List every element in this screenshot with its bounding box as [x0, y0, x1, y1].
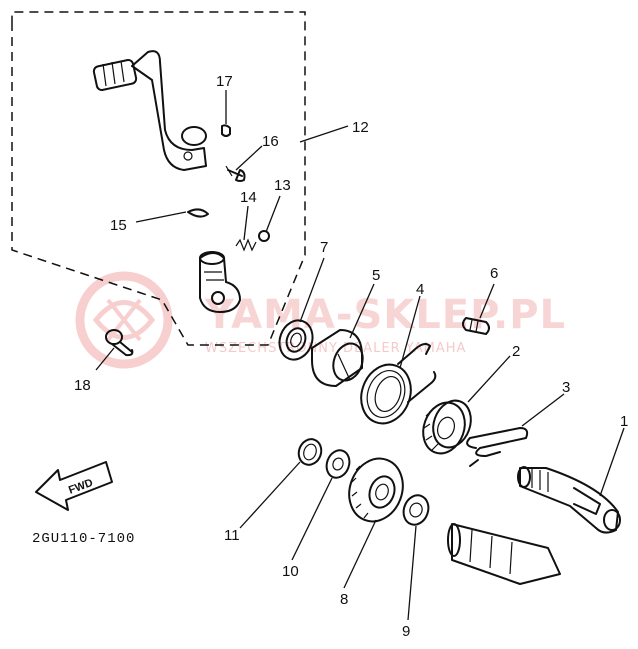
part-5-collar [311, 329, 364, 387]
part-10-washer [325, 449, 351, 479]
part-14-spring [235, 238, 257, 252]
callout-6: 6 [490, 265, 498, 282]
part-17-pin [221, 124, 231, 137]
part-8-kick-gear [348, 457, 404, 523]
callout-labels: 1 2 3 4 5 6 7 8 9 10 11 12 13 14 15 16 1… [74, 73, 628, 640]
part-16-bolt [227, 169, 246, 182]
callout-18: 18 [74, 377, 91, 394]
watermark-tagline: WSZECHSTRONNY DEALER YAMAHA [205, 341, 466, 356]
part-18-bolt [105, 329, 134, 357]
fwd-arrow-icon [35, 461, 113, 511]
kick-pedal-lever [92, 50, 207, 171]
watermark-logo-icon [75, 271, 173, 369]
part-2-ratchet-wheel [422, 399, 472, 455]
callout-15: 15 [110, 217, 127, 234]
part-1-kick-axle [517, 466, 621, 534]
watermark: YAMA-SKLEP.PL WSZECHSTRONNY DEALER YAMAH… [75, 271, 566, 369]
callout-12: 12 [352, 119, 369, 136]
part-15-pin [187, 208, 209, 218]
callout-7: 7 [320, 239, 328, 256]
callout-3: 3 [562, 379, 570, 396]
callout-10: 10 [282, 563, 299, 580]
assembly-boundary [11, 11, 306, 346]
part-11-circlip [297, 438, 323, 466]
part-9-washer [402, 494, 430, 526]
watermark-brand: YAMA-SKLEP.PL [204, 292, 566, 338]
callout-2: 2 [512, 343, 520, 360]
callout-14: 14 [240, 189, 257, 206]
diagram-code: 2GU110-7100 [32, 531, 135, 547]
shaft-segment [447, 523, 561, 585]
callout-5: 5 [372, 267, 380, 284]
part-13-ball [258, 230, 270, 242]
part-4-torsion-spring [360, 343, 437, 425]
callout-1: 1 [620, 413, 628, 430]
fwd-arrow: FWD [35, 461, 113, 511]
callout-11: 11 [224, 527, 240, 544]
callout-9: 9 [402, 623, 410, 640]
callout-8: 8 [340, 591, 348, 608]
callout-16: 16 [262, 133, 279, 150]
part-6-pin [462, 317, 490, 335]
part-3-spring-clip [466, 427, 529, 467]
kick-boss [199, 251, 241, 313]
part-7-bearing [278, 319, 314, 361]
callout-4: 4 [416, 281, 424, 298]
callout-17: 17 [216, 73, 233, 90]
small-parts [187, 124, 270, 252]
leader-lines [95, 90, 625, 621]
callout-13: 13 [274, 177, 291, 194]
